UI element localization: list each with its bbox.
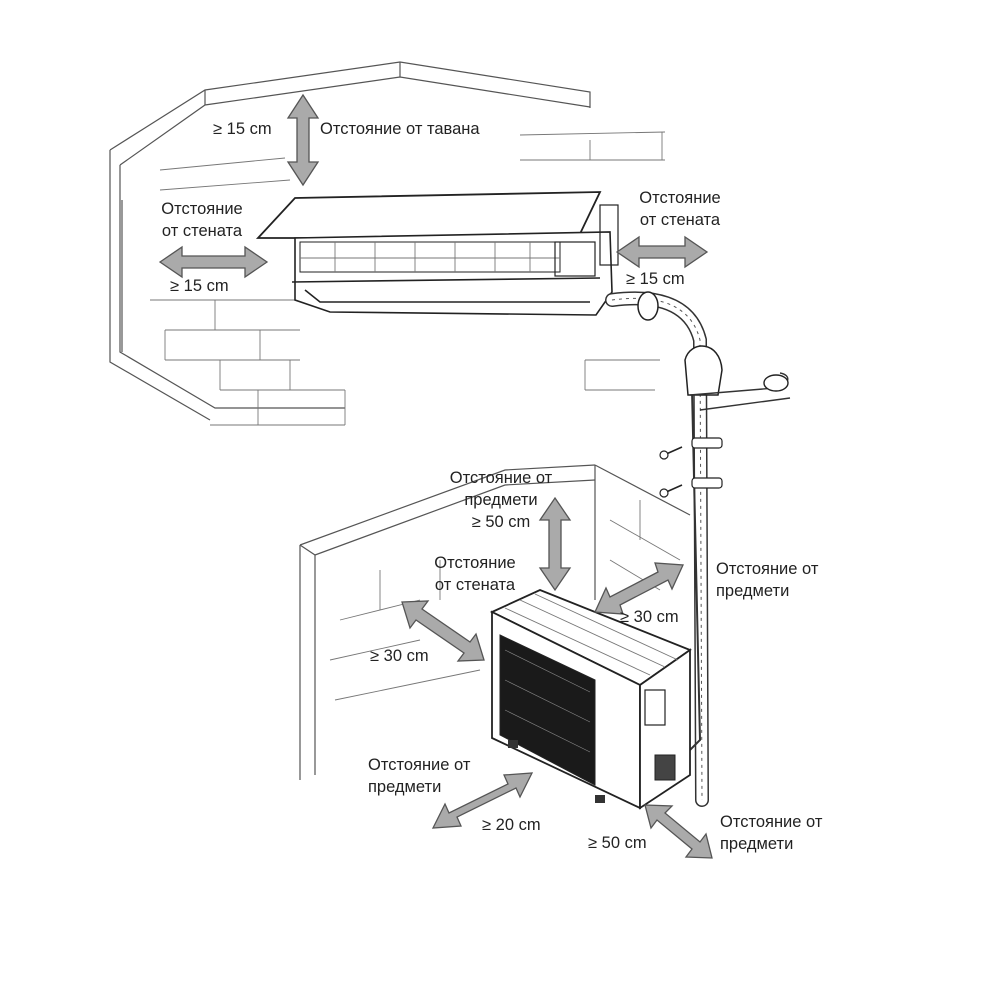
right-objects-line2: предмети bbox=[720, 835, 794, 853]
back-wall-line1: Отстояние bbox=[434, 554, 516, 572]
side-objects-label: Отстояние от предмети bbox=[716, 558, 818, 602]
left-wall-arrow bbox=[158, 245, 269, 279]
outdoor-unit bbox=[489, 589, 692, 810]
right-objects-line1: Отстояние от bbox=[720, 813, 823, 831]
top-clearance-arrow bbox=[538, 496, 572, 592]
top-objects-label: Отстояние от предмети ≥ 50 cm bbox=[432, 467, 570, 533]
ceiling-text-label: Отстояние от тавана bbox=[320, 120, 480, 138]
back-wall-gap-label: ≥ 30 cm bbox=[370, 647, 429, 665]
left-wall-line1: Отстояние bbox=[161, 200, 243, 218]
side-gap-label: ≥ 30 cm bbox=[620, 608, 679, 626]
ceiling-gap-label: ≥ 15 cm bbox=[213, 120, 272, 138]
top-objects-gap: ≥ 50 cm bbox=[471, 513, 531, 531]
outdoor-wall bbox=[299, 464, 691, 780]
right-objects-gap-label: ≥ 50 cm bbox=[588, 834, 647, 852]
side-clearance-arrow bbox=[594, 562, 684, 615]
back-wall-line2: от стената bbox=[434, 576, 516, 594]
right-wall-arrow bbox=[615, 235, 709, 269]
right-wall-line2: от стената bbox=[639, 211, 721, 229]
top-objects-line1: Отстояние от bbox=[449, 469, 553, 487]
right-wall-gap-label: ≥ 15 cm bbox=[626, 270, 685, 288]
right-clearance-arrow bbox=[644, 804, 713, 859]
front-clearance-arrow bbox=[431, 772, 534, 829]
right-wall-label: Отстояние от стената bbox=[626, 187, 734, 231]
refrigerant-pipe bbox=[605, 291, 791, 807]
indoor-wall bbox=[109, 61, 666, 426]
left-wall-label: Отстояние от стената bbox=[148, 198, 256, 242]
front-gap-label: ≥ 20 cm bbox=[482, 816, 541, 834]
front-objects-label: Отстояние от предмети bbox=[368, 754, 470, 798]
front-objects-line2: предмети bbox=[368, 778, 442, 796]
ceiling-arrow bbox=[286, 93, 320, 187]
indoor-unit bbox=[255, 191, 619, 316]
side-objects-line2: предмети bbox=[716, 582, 790, 600]
back-wall-arrow bbox=[401, 600, 485, 662]
top-objects-line2: предмети bbox=[464, 491, 538, 509]
back-wall-label: Отстояние от стената bbox=[420, 552, 530, 596]
right-objects-label: Отстояние от предмети bbox=[720, 811, 822, 855]
clearance-arrows bbox=[158, 93, 713, 859]
right-wall-line1: Отстояние bbox=[639, 189, 721, 207]
left-wall-gap-label: ≥ 15 cm bbox=[170, 277, 229, 295]
front-objects-line1: Отстояние от bbox=[368, 756, 471, 774]
side-objects-line1: Отстояние от bbox=[716, 560, 819, 578]
left-wall-line2: от стената bbox=[161, 222, 243, 240]
